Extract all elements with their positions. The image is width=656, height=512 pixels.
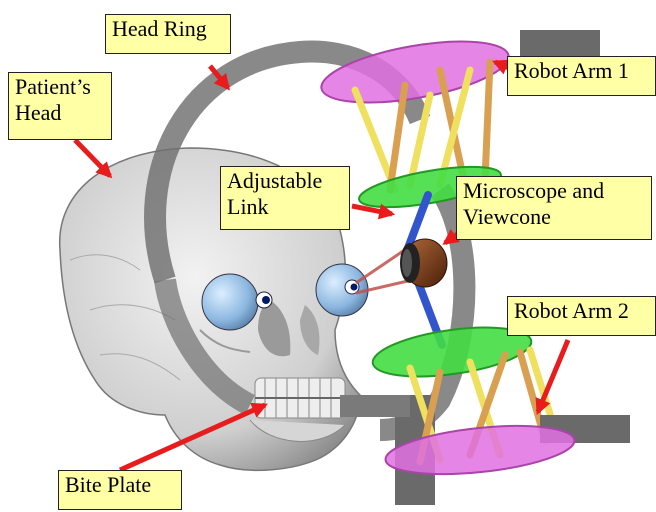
arrow-robot-arm-2	[538, 340, 568, 412]
label-microscope: Microscope and Viewcone	[456, 176, 652, 240]
skull-teeth	[250, 378, 345, 441]
arrow-patients-head	[75, 140, 110, 176]
label-head-ring: Head Ring	[105, 14, 231, 54]
label-patients-head: Patient’s Head	[8, 72, 112, 140]
label-robot-arm-1: Robot Arm 1	[507, 56, 656, 96]
microscope	[400, 239, 447, 287]
label-adjustable-link: Adjustable Link	[220, 166, 350, 230]
label-bite-plate: Bite Plate	[58, 470, 182, 510]
label-robot-arm-2: Robot Arm 2	[507, 296, 656, 336]
